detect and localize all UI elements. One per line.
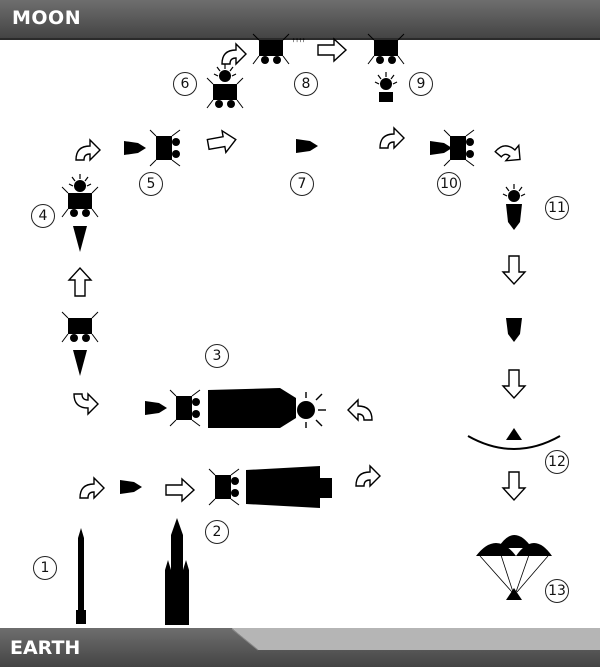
- step-label: 10: [437, 172, 461, 196]
- step-label: 7: [290, 172, 314, 196]
- step-label: 11: [545, 196, 569, 220]
- step-label: 13: [545, 579, 569, 603]
- step-label: 9: [409, 72, 433, 96]
- step-label: 3: [205, 344, 229, 368]
- step-label: 12: [545, 450, 569, 474]
- step-label: 6: [173, 72, 197, 96]
- step-label: 4: [31, 204, 55, 228]
- launch-rocket-small: [76, 528, 86, 624]
- command-module-orbit: [296, 139, 318, 153]
- return-sequence: [467, 183, 561, 600]
- earth-banner-shape: [0, 628, 600, 667]
- launch-rocket-large: [165, 518, 189, 625]
- rendezvous: [430, 129, 528, 168]
- trans-lunar-injection: [73, 388, 373, 428]
- svg-text:ꜛꜛꜛꜛ: ꜛꜛꜛꜛ: [292, 38, 305, 48]
- step-label: 2: [205, 520, 229, 544]
- lunar-ascent: [367, 33, 405, 149]
- earth-label: EARTH: [10, 637, 81, 659]
- step-label: 1: [33, 556, 57, 580]
- earth-orbit-sequence: [79, 465, 381, 508]
- earth-banner: EARTH: [0, 628, 600, 667]
- moon-label: MOON: [12, 7, 82, 29]
- step-label: 5: [139, 172, 163, 196]
- lunar-orbit-insertion: [124, 128, 239, 167]
- lunar-surface: ꜛꜛꜛꜛ: [252, 33, 347, 65]
- transposition-docking: [61, 139, 101, 376]
- step-label: 8: [294, 72, 318, 96]
- lunar-descent: [206, 43, 247, 109]
- moon-banner: MOON: [0, 0, 600, 40]
